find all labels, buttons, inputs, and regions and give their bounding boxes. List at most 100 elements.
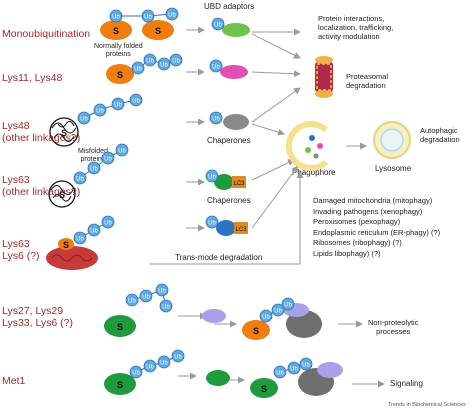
ub-label: Ub xyxy=(262,315,270,321)
s-letter-6: S xyxy=(63,240,69,250)
ub-label: Ub xyxy=(76,237,84,243)
ub-label: Ub xyxy=(302,363,310,369)
ub-label: Ub xyxy=(284,303,292,309)
chaperone-1 xyxy=(223,114,249,130)
ubiquitin-bubble xyxy=(101,215,115,229)
complex-row6 xyxy=(242,303,322,340)
ubiquitin-bubble xyxy=(211,17,225,31)
substrate-green-1 xyxy=(104,315,136,337)
selective-autophagy-list: Damaged mitochondria (mitophagy) Invadin… xyxy=(313,196,441,258)
ub-lc3-1: Ub xyxy=(205,169,219,183)
ub-label: Ub xyxy=(208,221,216,227)
substrate-mito xyxy=(58,238,74,250)
ub-label: Ub xyxy=(162,305,170,311)
s-letter-1: S xyxy=(113,26,119,36)
ubiquitin-bubble xyxy=(143,53,157,67)
lc3-blue-complex: LC3 xyxy=(216,220,248,236)
ub-label: Ub xyxy=(114,103,122,109)
ubiquitin-bubble xyxy=(77,111,91,125)
phagophore-icon xyxy=(285,121,329,171)
ub-label: Ub xyxy=(212,65,220,71)
ub-label: Ub xyxy=(276,371,284,377)
ub-label: Ub xyxy=(132,99,140,105)
phagophore-label: Phagophore xyxy=(292,168,336,177)
lavender-protein-1 xyxy=(202,309,226,323)
ubiquitin-bubble xyxy=(129,365,143,379)
ubd-adaptor-1 xyxy=(222,23,250,37)
lysosome-label: Lysosome xyxy=(375,164,412,173)
chaperones-label-2: Chaperones xyxy=(207,196,251,205)
ub-label: Ub xyxy=(172,59,180,65)
ubiquitin-bubble xyxy=(87,223,101,237)
s-letter-8: S xyxy=(253,326,259,336)
ubiquitin-bubble xyxy=(131,61,145,75)
s-letter-4: S xyxy=(61,128,67,138)
ub-adaptor-1: Ub xyxy=(211,17,225,31)
ubiquitin-bubble xyxy=(109,9,123,23)
ubiquitin-bubble xyxy=(111,97,125,111)
ub-label: Ub xyxy=(212,117,220,123)
s-letter-3: S xyxy=(117,70,123,80)
ubiquitin-bubble xyxy=(209,111,223,125)
ubiquitin-bubble xyxy=(159,299,173,313)
ub-label: Ub xyxy=(128,299,136,305)
ub-label: Ub xyxy=(168,13,176,19)
ub-label: Ub xyxy=(274,309,282,315)
ubiquitin-bubble xyxy=(143,359,157,373)
ub-label: Ub xyxy=(174,355,182,361)
arrow-lys48-proteasome xyxy=(251,87,301,123)
ubiquitin-bubble xyxy=(139,289,153,303)
s-letter-9: S xyxy=(117,380,123,390)
ub-label: Ub xyxy=(90,229,98,235)
misfolded-protein-icon xyxy=(49,117,79,147)
s-letter-2: S xyxy=(155,26,161,36)
ub-label: Ub xyxy=(214,23,222,29)
row-label-met1: Met1 xyxy=(2,375,26,387)
ubiquitin-bubble xyxy=(287,361,301,375)
arrow-lys11-2 xyxy=(251,70,301,78)
row-label-monoubiquitination: Monoubiquitination xyxy=(2,28,91,40)
arrow-mono-to-proteasome xyxy=(251,33,301,59)
chaperones-label-1: Chaperones xyxy=(207,136,251,145)
ub-chain-row1: Ub Ub Ub xyxy=(109,7,179,23)
arrow-trans-mode xyxy=(150,171,304,265)
ub-adaptor-2: Ub xyxy=(209,59,223,73)
ubd-adaptors-label: UBD adaptors xyxy=(204,2,255,11)
lc3-label-2: LC3 xyxy=(235,227,247,233)
green-protein-2 xyxy=(206,370,230,386)
ubiquitin-bubble xyxy=(209,59,223,73)
row-label-lys63-other: Lys63(other linkages?) xyxy=(2,174,81,198)
ubiquitin-bubble xyxy=(281,297,295,311)
arrows xyxy=(150,26,385,388)
ub-label: Ub xyxy=(158,289,166,295)
ub-label: Ub xyxy=(132,371,140,377)
s-letter-7: S xyxy=(117,322,123,332)
substrate-1 xyxy=(100,20,132,40)
trans-mode-label: Trans-mode degradation xyxy=(175,253,263,262)
signaling-label: Signaling xyxy=(390,379,423,388)
ubiquitin-bubble xyxy=(157,355,171,369)
footer-credit: Trends in Biochemical Sciences xyxy=(388,402,466,408)
ub-label: Ub xyxy=(160,63,168,69)
ubiquitin-bubble xyxy=(73,231,87,245)
ub-label: Ub xyxy=(144,15,152,21)
s-letter-5: S xyxy=(59,190,65,200)
ub-label: Ub xyxy=(112,15,120,21)
ub-lc3-2: Ub xyxy=(205,215,219,229)
ubiquitin-bubble xyxy=(87,161,101,175)
ub-label: Ub xyxy=(290,367,298,373)
arrow-lys6-phagophore xyxy=(251,165,299,229)
outcome-interactions: Protein interactions,localization, traff… xyxy=(318,14,394,41)
ub-label: Ub xyxy=(146,365,154,371)
ubiquitin-bubble xyxy=(129,93,143,107)
